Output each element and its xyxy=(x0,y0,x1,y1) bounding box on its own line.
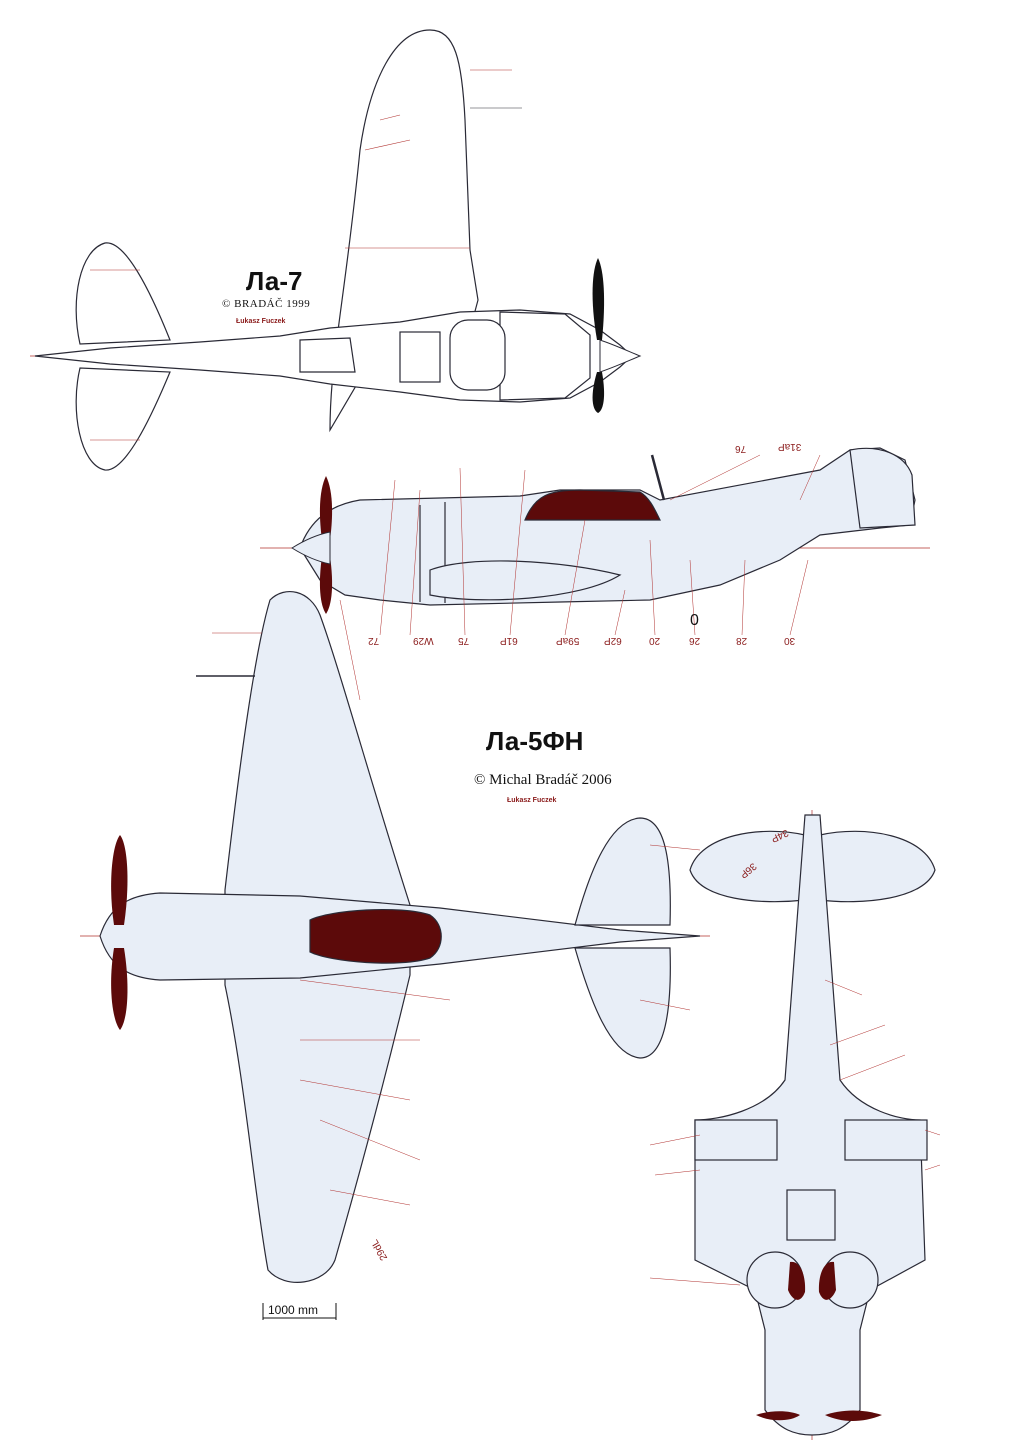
front-dark-parts xyxy=(756,1261,882,1422)
station-label: 28 xyxy=(736,635,748,646)
plan-canopy xyxy=(309,908,442,964)
la7-propeller xyxy=(592,258,642,413)
side-station-lines xyxy=(379,454,821,636)
la7-author: Łukasz Fuczek xyxy=(236,318,286,325)
station-label: 31aP xyxy=(778,441,802,452)
station-label: 62P xyxy=(604,635,622,646)
la7-cowling xyxy=(499,311,591,401)
la7-stabiliser-top xyxy=(75,242,171,345)
station-label: 59aP xyxy=(556,635,580,646)
la7-copyright: © BRADÁČ 1999 xyxy=(222,298,311,310)
la7-panel-lines xyxy=(90,69,522,441)
la5fn-side-view xyxy=(260,447,930,606)
la5fn-plan-view xyxy=(80,591,710,1283)
side-propeller xyxy=(291,476,333,614)
station-label: 76 xyxy=(735,443,747,454)
plan-tailplane-top xyxy=(574,817,671,926)
plan-propeller xyxy=(111,835,128,1030)
la5fn-title: Ла-5ФН xyxy=(486,726,584,756)
side-canopy xyxy=(524,489,661,521)
zero-mark: 0 xyxy=(690,612,699,629)
station-label: 26 xyxy=(689,635,701,646)
station-label: W29 xyxy=(413,635,434,646)
la7-top-view xyxy=(30,29,640,471)
la5fn-author: Łukasz Fuczek xyxy=(507,797,557,804)
la7-stabiliser-bottom xyxy=(75,367,171,471)
scale-bar-label: 1000 mm xyxy=(268,1303,319,1317)
scale-bar xyxy=(262,1303,337,1320)
la7-title: Ла-7 xyxy=(246,266,303,296)
la5fn-copyright: © Michal Bradáč 2006 xyxy=(474,772,612,788)
station-label: 72 xyxy=(368,635,380,646)
la5fn-front-view xyxy=(689,810,936,1440)
plan-reference-lines xyxy=(196,599,701,1206)
station-label: 20 xyxy=(649,635,661,646)
side-rudder xyxy=(849,447,916,529)
front-reference-lines xyxy=(649,979,941,1286)
plan-tailplane-bottom xyxy=(574,947,671,1059)
la7-cockpit xyxy=(299,337,356,373)
station-label: 30 xyxy=(784,635,796,646)
station-label: 61P xyxy=(500,635,518,646)
station-label: 75 xyxy=(458,635,470,646)
